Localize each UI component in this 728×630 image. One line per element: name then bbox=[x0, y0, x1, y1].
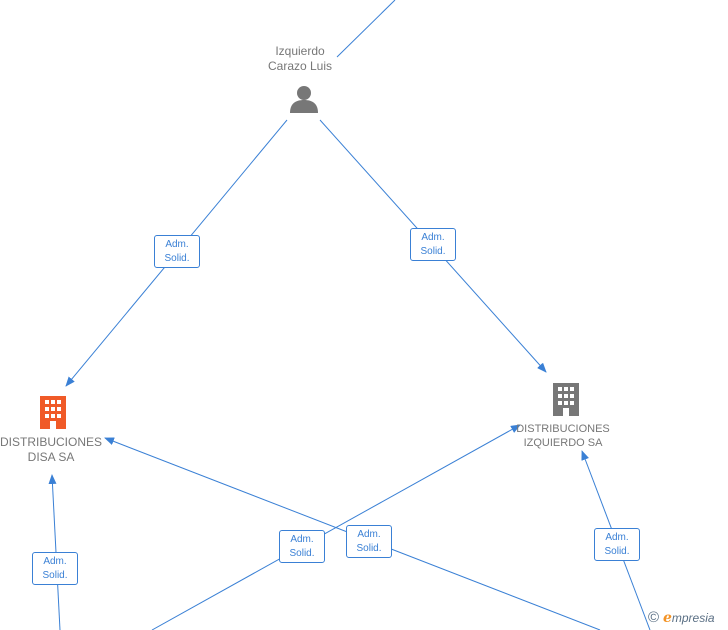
relation-badge[interactable]: Adm. Solid. bbox=[279, 530, 325, 563]
brand-name: mpresia bbox=[671, 611, 715, 625]
person-name-line1: Izquierdo bbox=[275, 44, 325, 58]
company-disa-line2: DISA SA bbox=[27, 450, 75, 464]
relation-line1: Adm. bbox=[605, 532, 629, 543]
relation-line1: Adm. bbox=[165, 239, 189, 250]
relation-badge[interactable]: Adm. Solid. bbox=[154, 235, 200, 268]
relation-line2: Solid. bbox=[356, 543, 382, 554]
company-izquierdo-line1: DISTRIBUCIONES bbox=[516, 423, 610, 435]
company-disa-line1: DISTRIBUCIONES bbox=[0, 435, 102, 449]
building-icon[interactable] bbox=[551, 382, 581, 416]
relation-badge[interactable]: Adm. Solid. bbox=[346, 525, 392, 558]
company-izquierdo-line2: IZQUIERDO SA bbox=[523, 437, 603, 449]
copyright-symbol: © bbox=[648, 609, 660, 626]
relation-line2: Solid. bbox=[289, 548, 315, 559]
company-disa-label[interactable]: DISTRIBUCIONES DISA SA bbox=[0, 435, 106, 465]
company-izquierdo-label[interactable]: DISTRIBUCIONES IZQUIERDO SA bbox=[508, 422, 618, 450]
relation-line1: Adm. bbox=[357, 529, 381, 540]
relation-line2: Solid. bbox=[604, 546, 630, 557]
relation-badge[interactable]: Adm. Solid. bbox=[32, 552, 78, 585]
person-name-line2: Carazo Luis bbox=[267, 59, 333, 73]
relation-line2: Solid. bbox=[42, 570, 68, 581]
relation-line1: Adm. bbox=[43, 556, 67, 567]
building-icon[interactable] bbox=[38, 395, 68, 429]
relation-line1: Adm. bbox=[421, 232, 445, 243]
brand-initial: e bbox=[662, 610, 672, 626]
relation-line2: Solid. bbox=[164, 253, 190, 264]
edge-top-incoming bbox=[336, 0, 396, 58]
relation-line1: Adm. bbox=[290, 534, 314, 545]
relation-badge[interactable]: Adm. Solid. bbox=[594, 528, 640, 561]
empresia-logo[interactable]: © empresia bbox=[648, 609, 715, 626]
person-icon[interactable] bbox=[289, 84, 319, 114]
relation-badge[interactable]: Adm. Solid. bbox=[410, 228, 456, 261]
person-name-label[interactable]: Izquierdo Carazo Luis bbox=[250, 44, 350, 74]
relation-line2: Solid. bbox=[420, 246, 446, 257]
